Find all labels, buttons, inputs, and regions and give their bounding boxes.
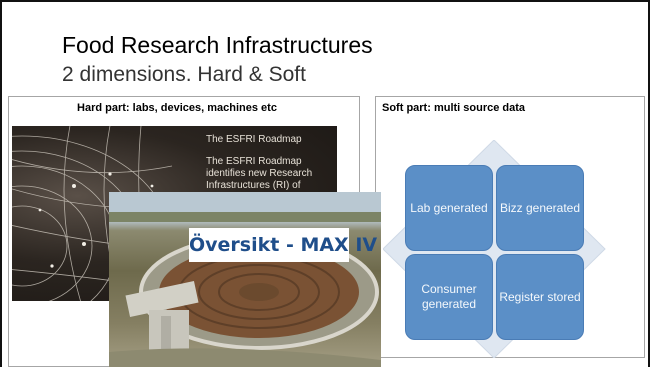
esfri-heading: The ESFRI Roadmap [206,134,302,145]
quadrant-consumer-generated: Consumer generated [405,254,493,340]
data-sources-diagram: Lab generated Bizz generated Consumer ge… [383,140,615,358]
quadrant-register-stored: Register stored [496,254,584,340]
slide-title: Food Research Infrastructures [62,32,373,58]
quadrant-bizz-generated: Bizz generated [496,165,584,251]
esfri-body: The ESFRI Roadmap identifies new Researc… [206,156,313,191]
max-iv-label: Översikt - MAX IV [189,228,377,262]
max-iv-aerial-image: Översikt - MAX IV [109,192,381,367]
hard-part-header: Hard part: labs, devices, machines etc [77,102,277,114]
slide-edge-left [0,0,2,367]
slide-subtitle: 2 dimensions. Hard & Soft [62,63,306,86]
max-iv-facility-graphic [109,192,381,367]
slide-edge-right [648,0,650,367]
slide-edge-top [0,0,650,2]
quadrant-lab-generated: Lab generated [405,165,493,251]
esfri-text: The ESFRI Roadmap The ESFRI Roadmap iden… [206,134,336,192]
soft-part-header: Soft part: multi source data [382,102,526,114]
